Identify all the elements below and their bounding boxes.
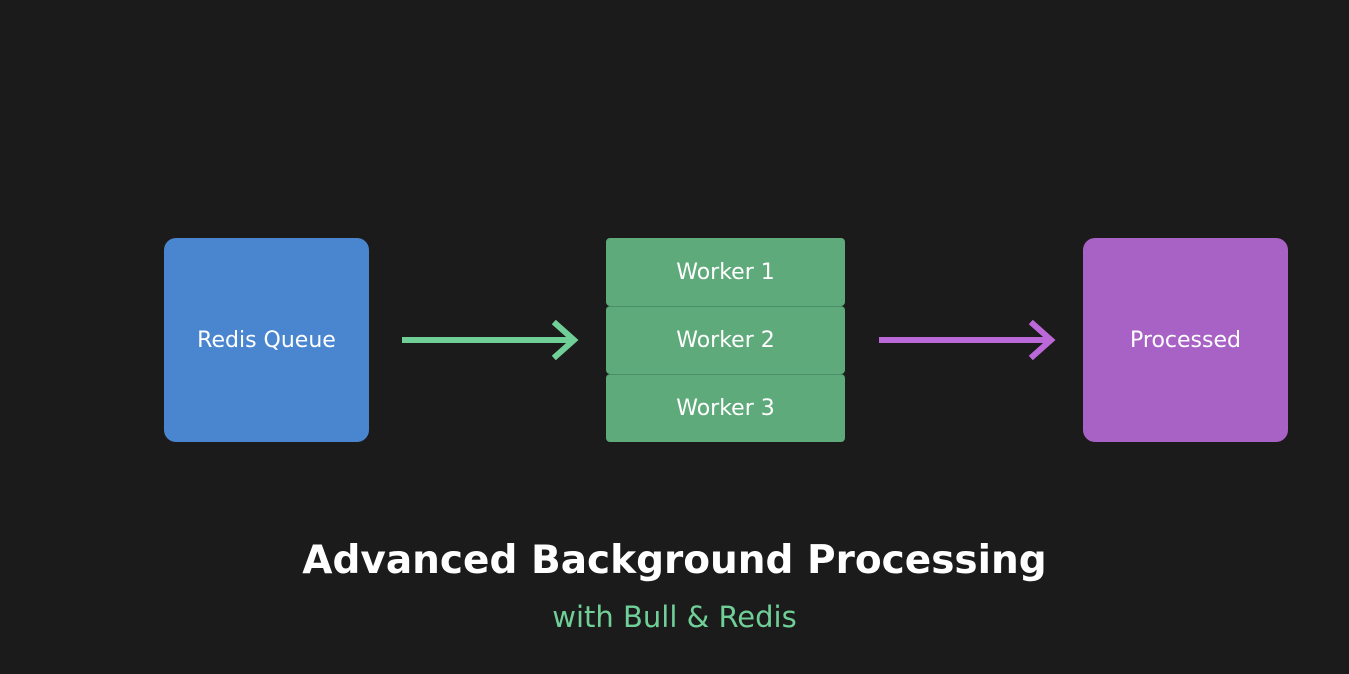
processed-label: Processed: [1130, 327, 1241, 353]
arrow-to-workers-head: [551, 320, 579, 360]
worker-1-label: Worker 1: [676, 259, 775, 285]
page-subtitle: with Bull & Redis: [552, 600, 797, 634]
worker-2-node: Worker 2: [606, 306, 845, 374]
page-title: Advanced Background Processing: [302, 538, 1047, 583]
worker-1-node: Worker 1: [606, 238, 845, 306]
arrow-to-processed-head: [1028, 320, 1056, 360]
worker-2-label: Worker 2: [676, 328, 775, 353]
arrow-to-processed-icon: [879, 320, 1056, 360]
worker-3-node: Worker 3: [606, 374, 845, 442]
arrow-to-workers-icon: [402, 320, 579, 360]
processed-node: Processed: [1083, 238, 1288, 442]
worker-3-label: Worker 3: [676, 396, 775, 421]
redis-queue-label: Redis Queue: [197, 327, 336, 353]
redis-queue-node: Redis Queue: [164, 238, 369, 442]
